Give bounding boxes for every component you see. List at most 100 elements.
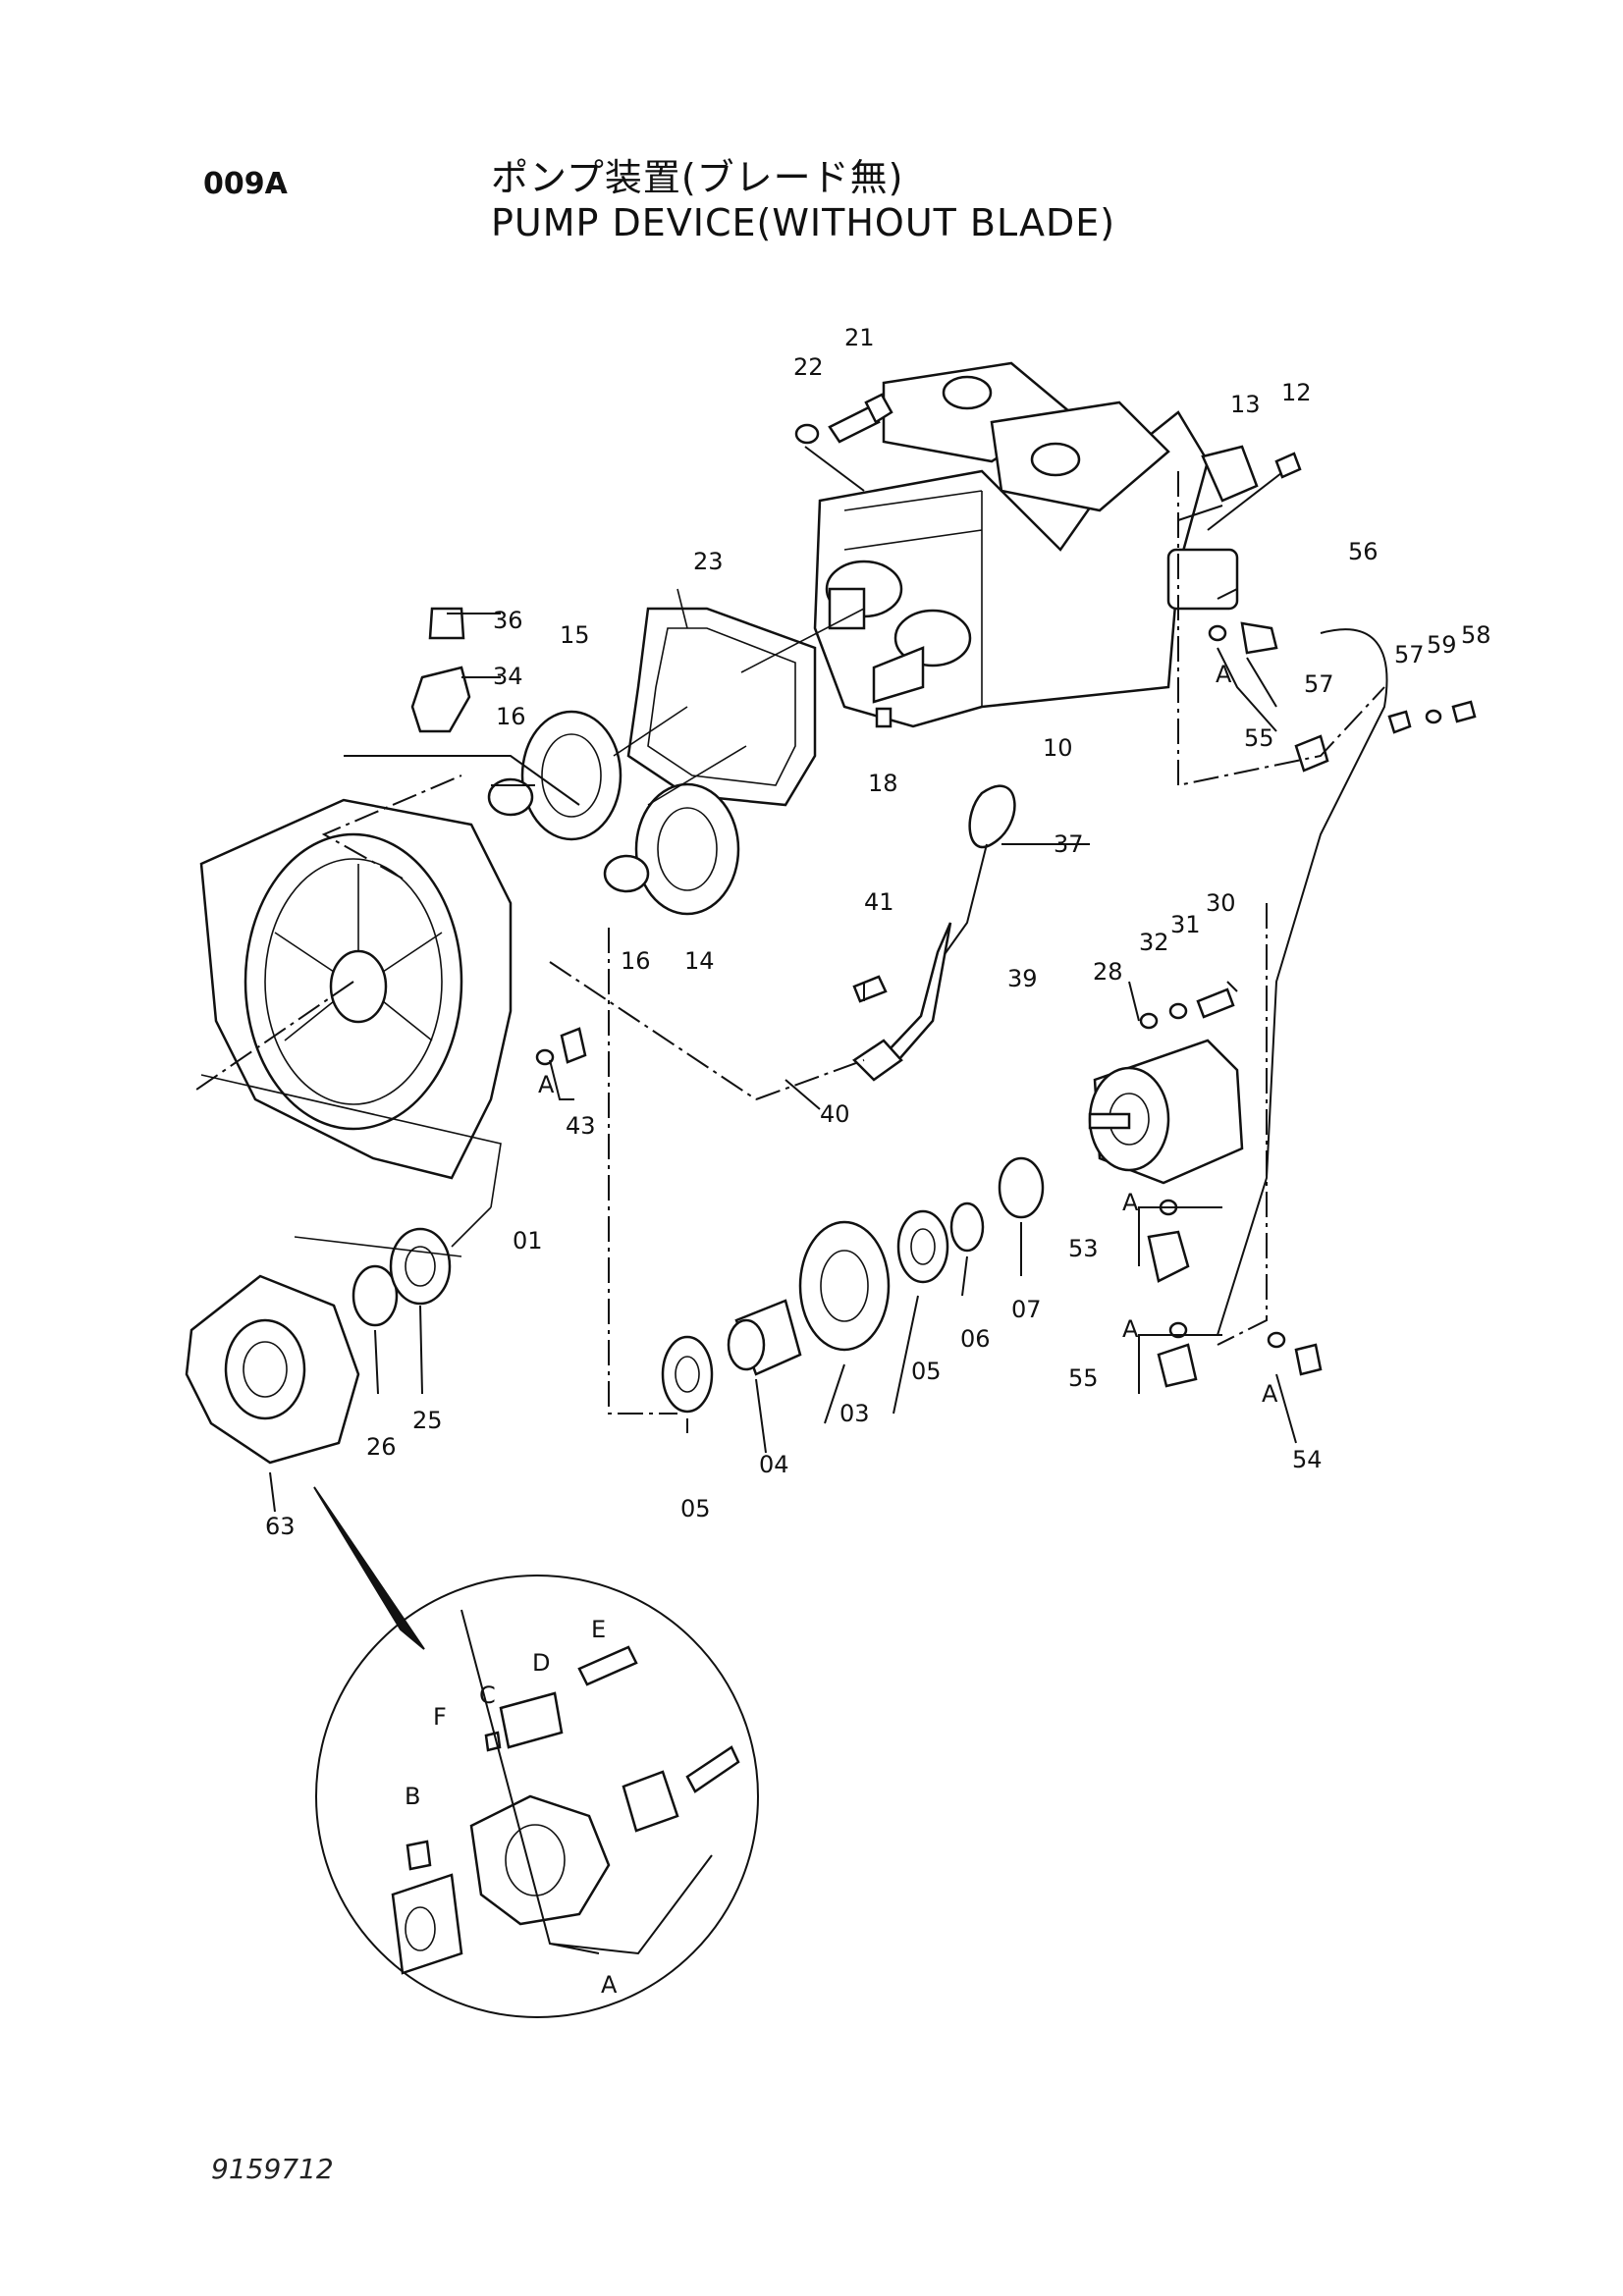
- callout: 31: [1170, 911, 1201, 938]
- callout: A: [538, 1071, 555, 1098]
- snap-ring-16a: [487, 777, 534, 817]
- callout: F: [433, 1703, 447, 1731]
- callout: A: [601, 1971, 618, 1999]
- shaft-04: [727, 1299, 802, 1376]
- callout: 28: [1093, 958, 1123, 986]
- callout: 36: [493, 607, 523, 634]
- callout: E: [591, 1616, 606, 1643]
- callout: 14: [684, 947, 715, 975]
- screw-12: [1274, 452, 1302, 479]
- pin-18: [875, 707, 893, 728]
- drawing-number: 9159712: [211, 2153, 334, 2185]
- plug-54: [1294, 1343, 1323, 1376]
- callout: A: [1262, 1380, 1278, 1408]
- gear-03: [798, 1220, 891, 1352]
- callout: 04: [759, 1451, 789, 1478]
- callout: 59: [1427, 631, 1457, 659]
- snap-ring-16b: [603, 854, 650, 893]
- elbow-34: [410, 666, 471, 733]
- oring-55a: [1208, 624, 1227, 642]
- callout: 21: [844, 324, 875, 351]
- callout: 55: [1244, 724, 1274, 752]
- callout: 53: [1068, 1235, 1099, 1262]
- bolt-21: [828, 393, 893, 444]
- washer-32: [1139, 1012, 1159, 1030]
- callout: 16: [621, 947, 651, 975]
- callout: 32: [1139, 929, 1169, 956]
- callout: 34: [493, 663, 523, 690]
- callout: 57: [1394, 641, 1425, 668]
- callout: 07: [1011, 1296, 1042, 1323]
- callout: 23: [693, 548, 724, 575]
- callout: A: [1122, 1315, 1139, 1343]
- title-english: PUMP DEVICE(WITHOUT BLADE): [491, 201, 1116, 244]
- callout: A: [1122, 1189, 1139, 1216]
- pipe-56: [1217, 628, 1388, 1336]
- callout: 57: [1304, 670, 1334, 698]
- callout: 22: [793, 353, 824, 381]
- fitting-53: [1147, 1230, 1190, 1283]
- callout: 39: [1007, 965, 1038, 992]
- page-code: 009A: [203, 167, 288, 201]
- callout: 16: [496, 703, 526, 730]
- washer-59: [1425, 709, 1442, 724]
- coupling-63: [185, 1274, 360, 1465]
- leader-lines: [195, 446, 1385, 1955]
- callout: 54: [1292, 1446, 1323, 1473]
- gear-pump-28: [1088, 1039, 1244, 1185]
- coupling-detail-view: [313, 1486, 759, 2018]
- callout-labels: 21 22 13 12 23 36 15 34 16 16 14 18 10 5…: [265, 324, 1491, 1999]
- callout: 56: [1348, 538, 1379, 565]
- gasket-23: [626, 607, 817, 807]
- clamp-57a: [1294, 734, 1329, 773]
- callout: A: [1216, 661, 1232, 688]
- washer-31: [1168, 1002, 1188, 1020]
- dipstick-37: [968, 784, 1016, 848]
- bracket-13: [1201, 445, 1259, 503]
- callout: 41: [864, 888, 894, 916]
- callout: 03: [839, 1400, 870, 1427]
- pump-housing-01: [199, 798, 513, 1180]
- callout: 26: [366, 1433, 397, 1461]
- snap-ring-07: [998, 1156, 1045, 1219]
- elbow-55b: [1157, 1343, 1198, 1388]
- bolt-30: [1196, 988, 1235, 1019]
- washer-22: [794, 423, 820, 445]
- plug-43: [560, 1027, 587, 1064]
- title-japanese: ポンプ装置(ブレード無): [491, 156, 904, 199]
- bearing-05a: [896, 1209, 949, 1284]
- gear-15: [520, 710, 622, 841]
- callout: 12: [1281, 379, 1312, 406]
- callout: 37: [1054, 830, 1084, 858]
- oring-43: [535, 1048, 555, 1066]
- clamp-57b: [1387, 710, 1412, 734]
- flange-40: [852, 1039, 903, 1082]
- oring-54: [1267, 1331, 1286, 1349]
- callout: C: [479, 1682, 496, 1709]
- bolt-41: [852, 975, 888, 1003]
- snap-ring-26: [352, 1264, 399, 1327]
- gear-14: [634, 782, 740, 916]
- callout: 05: [911, 1358, 942, 1385]
- bolt-58: [1451, 700, 1477, 723]
- callout: 25: [412, 1407, 443, 1434]
- callout: 18: [868, 770, 898, 797]
- callout: 63: [265, 1513, 296, 1540]
- callout: 13: [1230, 391, 1261, 418]
- callout: 58: [1461, 621, 1491, 649]
- callout: 15: [560, 621, 590, 649]
- plug-36: [428, 607, 465, 640]
- elbow-55a: [1240, 621, 1278, 655]
- callout: D: [532, 1649, 550, 1677]
- level-tube-39: [887, 922, 952, 1062]
- callout: 05: [680, 1495, 711, 1522]
- callout: 06: [960, 1325, 991, 1353]
- callout: 10: [1043, 734, 1073, 762]
- snap-ring-06: [949, 1201, 985, 1253]
- callout: 55: [1068, 1364, 1099, 1392]
- callout: 40: [820, 1100, 850, 1128]
- callout: 43: [566, 1112, 596, 1140]
- bearing-05b: [661, 1335, 714, 1414]
